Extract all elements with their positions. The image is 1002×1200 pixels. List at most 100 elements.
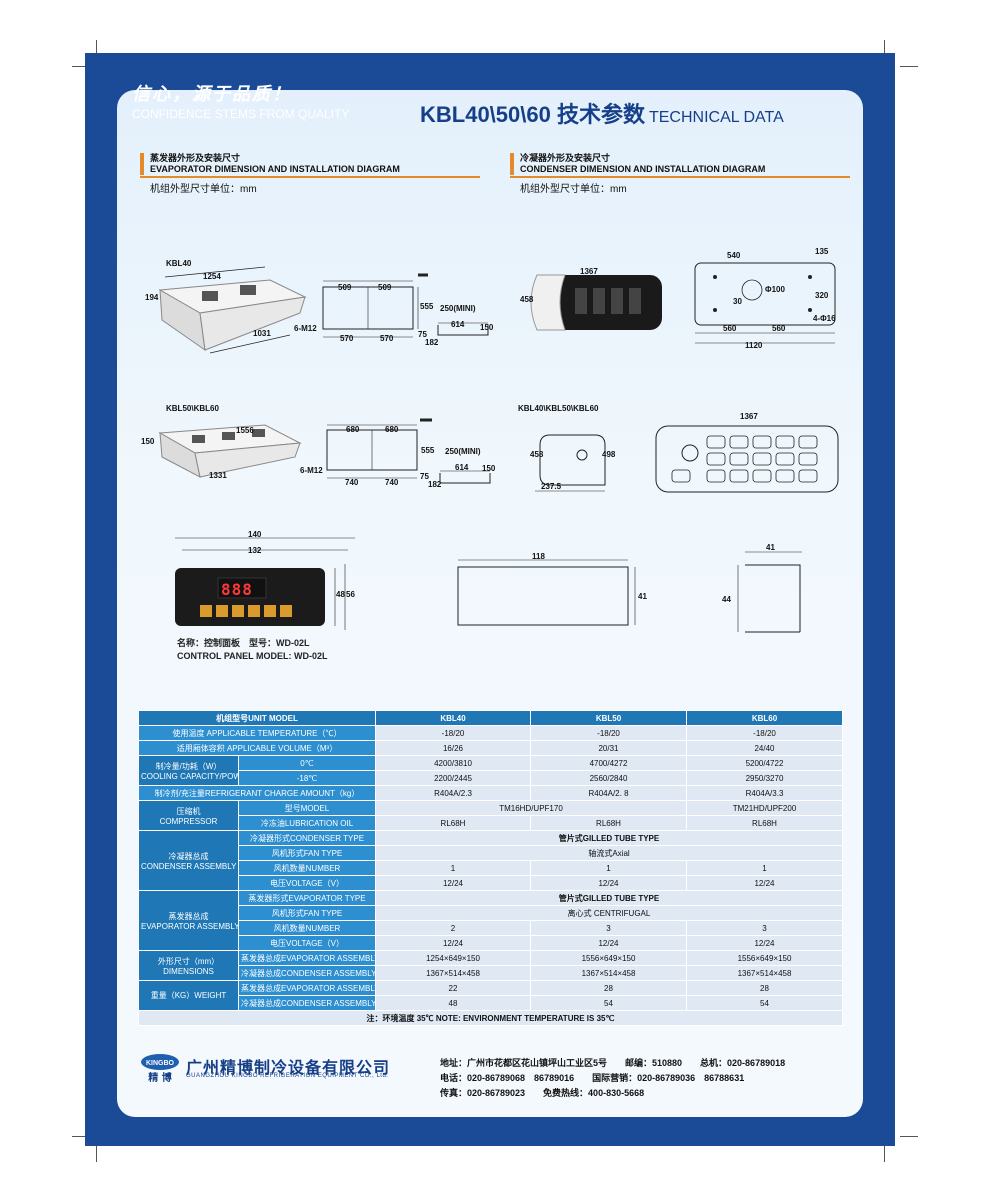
cell: 28 (530, 980, 687, 996)
kbl50-60-dim-height: 150 (141, 437, 155, 446)
condenser-section-header: 冷凝器外形及安装尺寸 CONDENSER DIMENSION AND INSTA… (510, 153, 766, 175)
kbl40-dim-bolts: 6-M12 (294, 324, 317, 333)
cell: 5200/4722 (686, 755, 843, 771)
company-name-en: GUANGZHOU KINGBO REFRIGERATION EQUIPMENT… (186, 1073, 389, 1079)
panel-dim-140: 140 (248, 530, 262, 539)
cell: 1 (375, 860, 531, 876)
row-label: 蒸发器形式EVAPORATOR TYPE (238, 890, 376, 906)
row-label: 蒸发器总成EVAPORATOR ASSEMBLY (238, 980, 376, 996)
condenser-mount-drawing (694, 262, 836, 344)
kbl50-60-dim-side-height: 555 (421, 446, 435, 455)
row-label: 蒸发器总成EVAPORATOR ASSEMBLY (238, 950, 376, 966)
row-label: -18℃ (238, 770, 376, 786)
cell: 1556×649×150 (530, 950, 687, 966)
table-header-kbl50: KBL50 (530, 710, 687, 726)
condenser-title-cn: 冷凝器外形及安装尺寸 (520, 153, 611, 163)
kbl40-dim-75: 75 (418, 330, 427, 339)
kbl40-dim-depth: 1031 (253, 329, 271, 338)
cell: 1 (530, 860, 687, 876)
panel-dim-41b: 41 (766, 543, 775, 552)
evaporator-title-cn: 蒸发器外形及安装尺寸 (150, 153, 241, 163)
row-label: 电压VOLTAGE（V） (238, 875, 376, 891)
cell: 1367×514×458 (375, 965, 531, 981)
kbl50-60-dim-75: 75 (420, 472, 429, 481)
cell: 3 (686, 920, 843, 936)
condenser-dim-side-237: 237.5 (541, 482, 562, 491)
evaporator-section-header: 蒸发器外形及安装尺寸 EVAPORATOR DIMENSION AND INST… (140, 153, 400, 175)
table-row: 制冷剂/充注量REFRIGERANT CHARGE AMOUNT（kg） R40… (138, 785, 843, 801)
kbl50-60-dim-length: 1556 (236, 426, 254, 435)
row-label: 风机数量NUMBER (238, 860, 376, 876)
cell: 54 (686, 995, 843, 1011)
cell: -18/20 (375, 725, 531, 741)
cell: 1556×649×150 (686, 950, 843, 966)
table-row: 冷凝器总成CONDENSER ASSEMBLY 1367×514×458 136… (139, 965, 843, 981)
condenser-dim-30: 30 (733, 297, 742, 306)
condenser-side-drawing (535, 434, 606, 492)
cell: 管片式GILLED TUBE TYPE (375, 830, 843, 846)
row-label: 冷冻油LUBRICATION OIL (238, 815, 376, 831)
row-label: 风机形式FAN TYPE (238, 845, 376, 861)
cell: 16/26 (375, 740, 531, 756)
panel-dim-44: 44 (722, 595, 731, 604)
cell: 1367×514×458 (686, 965, 843, 981)
cell: 12/24 (530, 935, 687, 951)
row-label: 电压VOLTAGE（V） (238, 935, 376, 951)
cell: 1367×514×458 (530, 965, 687, 981)
kbl50-60-dim-bolts: 6-M12 (300, 466, 323, 475)
condenser-dim-540: 540 (727, 251, 741, 260)
condenser-dim-length: 1367 (580, 267, 598, 276)
table-row: 制冷量/功耗（W）COOLING CAPACITY/POWER 0℃ 4200/… (138, 755, 843, 786)
cell: R404A/2. 8 (530, 785, 687, 801)
cell: 20/31 (530, 740, 687, 756)
table-row: 使用温度 APPLICABLE TEMPERATURE（℃） -18/20 -1… (138, 725, 843, 741)
kbl50-60-dim-mini: 250(MINI) (445, 447, 481, 456)
condenser-dim-560b: 560 (772, 324, 786, 333)
panel-profile-drawing (737, 551, 802, 633)
row-label: 型号MODEL (238, 800, 376, 816)
cell: -18/20 (530, 725, 687, 741)
company-name-cn: 广州精博制冷设备有限公司 (186, 1060, 391, 1077)
evaporator-unit-note: 机组外型尺寸单位：mm (150, 184, 257, 195)
cell: 3 (530, 920, 687, 936)
panel-dim-41a: 41 (638, 592, 647, 601)
condenser-unit-note: 机组外型尺寸单位：mm (520, 184, 627, 195)
table-row: 外形尺寸（mm）DIMENSIONS 蒸发器总成EVAPORATOR ASSEM… (138, 950, 843, 981)
kbl50-60-end-drawing (420, 418, 491, 484)
cell: R404A/2.3 (375, 785, 531, 801)
condenser-dim-side-458: 458 (530, 450, 544, 459)
condenser-dim-320: 320 (815, 291, 829, 300)
control-panel-caption-en: CONTROL PANEL MODEL: WD-02L (177, 651, 328, 661)
table-row: 冷冻油LUBRICATION OIL RL68H RL68H RL68H (139, 815, 843, 831)
table-row: 风机数量NUMBER 2 3 3 (139, 920, 843, 936)
kbl50-60-dim-182: 182 (428, 480, 442, 489)
contact-fax: 传真：020-86789023 免费热线：400-830-5668 (440, 1088, 645, 1098)
table-row: 注：环境温度 35℃ NOTE: ENVIRONMENT TEMPERATURE… (138, 1010, 843, 1026)
cell: 12/24 (375, 875, 531, 891)
kbl50-60-evaporator-drawing (158, 424, 302, 478)
condenser-title-en: CONDENSER DIMENSION AND INSTALLATION DIA… (520, 164, 766, 174)
cell: 4200/3810 (375, 755, 531, 771)
cell: 轴流式Axial (375, 845, 843, 861)
kbl40-end-drawing (418, 273, 489, 336)
panel-dim-132: 132 (248, 546, 262, 555)
table-row: 机组型号UNIT MODEL KBL40 KBL50 KBL60 (138, 710, 843, 726)
cell: 2200/2445 (375, 770, 531, 786)
kbl40-dim-length: 1254 (203, 272, 221, 281)
row-label: 制冷剂/充注量REFRIGERANT CHARGE AMOUNT（kg） (138, 785, 376, 801)
cell: 22 (375, 980, 531, 996)
panel-dim-48: 48 (336, 590, 345, 599)
cell: 管片式GILLED TUBE TYPE (375, 890, 843, 906)
kbl40-label: KBL40 (166, 259, 192, 268)
cell: TM21HD/UPF200 (686, 800, 843, 816)
spec-table: 机组型号UNIT MODEL KBL40 KBL50 KBL60 使用温度 AP… (138, 710, 843, 1026)
table-row: 适用厢体容积 APPLICABLE VOLUME（M³） 16/26 20/31… (138, 740, 843, 756)
row-label: 使用温度 APPLICABLE TEMPERATURE（℃） (138, 725, 376, 741)
panel-dim-118: 118 (532, 552, 545, 561)
kbl50-60-dim-base2: 740 (385, 478, 399, 487)
kbl50-60-dim-depth: 1331 (209, 471, 227, 480)
control-panel-drawing (175, 537, 355, 630)
